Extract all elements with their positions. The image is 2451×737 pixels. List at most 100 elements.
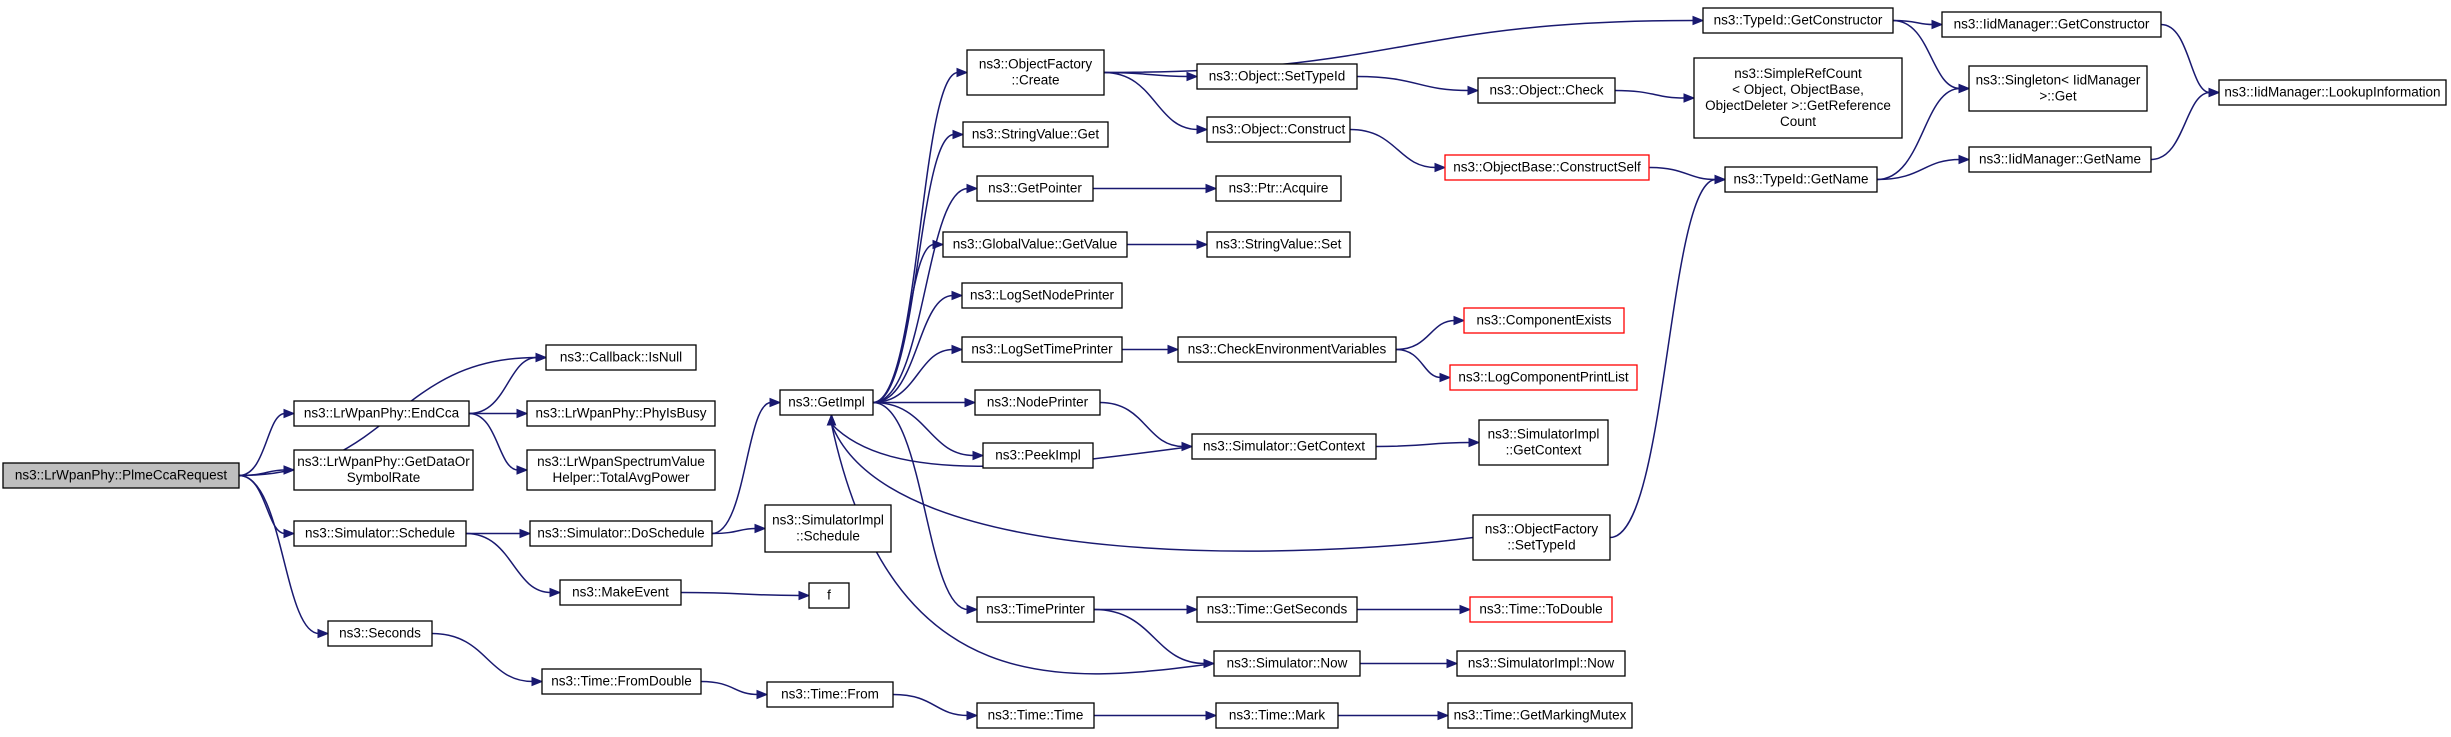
node-timetodouble[interactable]: ns3::Time::ToDouble	[1469, 596, 1613, 623]
node-label: ns3::Ptr::Acquire	[1229, 181, 1329, 196]
node-stringvalueset[interactable]: ns3::StringValue::Set	[1206, 231, 1351, 258]
node-objconstruct[interactable]: ns3::Object::Construct	[1206, 116, 1351, 143]
edge-doschedule-to-getimpl	[711, 401, 772, 535]
node-simnow[interactable]: ns3::Simulator::Now	[1213, 650, 1361, 677]
node-label: ns3::LrWpanPhy::PlmeCcaRequest	[15, 468, 228, 483]
arrowhead	[531, 676, 544, 687]
node-simplerefcount[interactable]: ns3::SimpleRefCount< Object, ObjectBase,…	[1693, 57, 1903, 139]
node-iidlookup[interactable]: ns3::IidManager::LookupInformation	[2218, 79, 2447, 106]
edge-iidgetname-to-iidlookup	[2150, 91, 2211, 161]
node-label: ns3::LrWpanSpectrumValue	[537, 454, 705, 469]
node-logcomponentprintlist[interactable]: ns3::LogComponentPrintList	[1449, 364, 1638, 391]
node-checkenv[interactable]: ns3::CheckEnvironmentVariables	[1177, 336, 1397, 363]
edge-root-to-endcca	[238, 412, 286, 477]
node-totalavg[interactable]: ns3::LrWpanSpectrumValueHelper::TotalAvg…	[526, 449, 716, 491]
edge-endcca-to-totalavg	[468, 412, 519, 471]
arrowhead	[1167, 344, 1180, 355]
node-seconds[interactable]: ns3::Seconds	[327, 620, 433, 647]
node-label: ns3::PeekImpl	[995, 448, 1081, 463]
node-label: ns3::Simulator::GetContext	[1203, 439, 1365, 454]
node-timeprinter[interactable]: ns3::TimePrinter	[976, 596, 1095, 623]
node-timegetseconds[interactable]: ns3::Time::GetSeconds	[1196, 596, 1358, 623]
node-objfactcreate[interactable]: ns3::ObjectFactory::Create	[966, 49, 1105, 96]
node-label: ns3::TypeId::GetName	[1733, 172, 1868, 187]
node-box	[559, 579, 682, 606]
node-getimpl[interactable]: ns3::GetImpl	[779, 389, 874, 416]
node-isnull[interactable]: ns3::Callback::IsNull	[545, 344, 697, 371]
node-label: ns3::MakeEvent	[572, 585, 669, 600]
arrowhead	[972, 450, 985, 461]
edge-nodeprinter-to-simgetcontext	[1099, 401, 1184, 448]
node-box	[961, 336, 1123, 363]
node-componentexists[interactable]: ns3::ComponentExists	[1463, 307, 1625, 334]
node-f[interactable]: f	[808, 582, 850, 609]
node-timefrom[interactable]: ns3::Time::From	[766, 681, 894, 708]
node-makeevent[interactable]: ns3::MakeEvent	[559, 579, 682, 606]
node-objcheck[interactable]: ns3::Object::Check	[1477, 77, 1616, 104]
node-label: ns3::TypeId::GetConstructor	[1714, 13, 1883, 28]
node-label: ns3::NodePrinter	[987, 395, 1089, 410]
node-getpointer[interactable]: ns3::GetPointer	[976, 175, 1094, 202]
node-nodeprinter[interactable]: ns3::NodePrinter	[974, 389, 1101, 416]
node-timetime[interactable]: ns3::Time::Time	[976, 702, 1095, 729]
edge-simgetcontext-to-getimpl	[830, 423, 1193, 467]
arrowhead	[1958, 83, 1971, 94]
node-label: ns3::ObjectFactory	[979, 57, 1093, 72]
node-singletonget[interactable]: ns3::Singleton< IidManager>::Get	[1968, 65, 2148, 112]
node-simimplgetcontext[interactable]: ns3::SimulatorImpl::GetContext	[1478, 419, 1609, 466]
edge-typeidgetconstructor-to-singletonget	[1892, 19, 1961, 90]
node-box	[1469, 596, 1613, 623]
node-iidgetconstructor[interactable]: ns3::IidManager::GetConstructor	[1941, 11, 2162, 38]
edge-getimpl-to-peekimpl	[872, 401, 975, 457]
node-label: ns3::IidManager::LookupInformation	[2224, 85, 2440, 100]
node-box	[962, 121, 1109, 148]
node-objsettypeid[interactable]: ns3::Object::SetTypeId	[1196, 63, 1358, 90]
edge-doschedule-to-simimplschedule	[711, 527, 757, 535]
node-objbaseconstructself[interactable]: ns3::ObjectBase::ConstructSelf	[1444, 154, 1650, 181]
node-phyisbusy[interactable]: ns3::LrWpanPhy::PhyIsBusy	[526, 400, 716, 427]
node-schedule[interactable]: ns3::Simulator::Schedule	[293, 520, 467, 547]
edge-getimpl-to-stringvalueget	[872, 133, 955, 404]
node-fromdouble[interactable]: ns3::Time::FromDouble	[541, 668, 702, 695]
node-typeidgetconstructor[interactable]: ns3::TypeId::GetConstructor	[1702, 7, 1894, 34]
node-simimplschedule[interactable]: ns3::SimulatorImpl::Schedule	[764, 504, 892, 553]
node-label: ns3::Object::SetTypeId	[1209, 69, 1346, 84]
arrowhead	[283, 465, 296, 475]
node-root[interactable]: ns3::LrWpanPhy::PlmeCcaRequest	[2, 462, 240, 489]
arrowhead	[1181, 441, 1194, 452]
node-label: ns3::Time::FromDouble	[551, 674, 692, 689]
node-stringvalueget[interactable]: ns3::StringValue::Get	[962, 121, 1109, 148]
node-logsettime[interactable]: ns3::LogSetTimePrinter	[961, 336, 1123, 363]
arrowhead	[516, 465, 529, 475]
node-gvgetvalue[interactable]: ns3::GlobalValue::GetValue	[942, 231, 1128, 258]
node-typeidgetname[interactable]: ns3::TypeId::GetName	[1724, 166, 1878, 193]
edge-objfactsettypeid-to-typeidgetname	[1609, 178, 1717, 539]
node-label: ns3::Time::ToDouble	[1479, 602, 1602, 617]
node-timemark[interactable]: ns3::Time::Mark	[1215, 702, 1339, 729]
node-peekimpl[interactable]: ns3::PeekImpl	[982, 442, 1094, 469]
edge-fromdouble-to-timefrom	[700, 680, 759, 696]
node-iidgetname[interactable]: ns3::IidManager::GetName	[1968, 146, 2152, 173]
node-objfactsettypeid[interactable]: ns3::ObjectFactory::SetTypeId	[1472, 514, 1611, 561]
node-box	[1693, 57, 1903, 139]
node-logsetnode[interactable]: ns3::LogSetNodePrinter	[961, 282, 1123, 309]
node-ptracquire[interactable]: ns3::Ptr::Acquire	[1215, 175, 1342, 202]
node-label: ns3::Time::Time	[988, 708, 1084, 723]
node-getmarkingmutex[interactable]: ns3::Time::GetMarkingMutex	[1447, 702, 1633, 729]
node-label: ns3::Object::Construct	[1212, 122, 1346, 137]
node-box	[1213, 650, 1361, 677]
node-simgetcontext[interactable]: ns3::Simulator::GetContext	[1191, 433, 1377, 460]
nodes-layer: ns3::LrWpanPhy::PlmeCcaRequest ns3::LrWpa…	[2, 7, 2447, 729]
arrowhead	[1459, 604, 1472, 615]
node-label: ns3::Simulator::Schedule	[305, 526, 455, 541]
node-label: ns3::SimpleRefCount	[1734, 66, 1862, 81]
arrowhead	[519, 528, 532, 539]
node-doschedule[interactable]: ns3::Simulator::DoSchedule	[529, 520, 713, 547]
edge-getimpl-to-logsetnode	[872, 294, 954, 404]
node-box	[779, 389, 874, 416]
arrowhead	[964, 397, 977, 408]
node-endcca[interactable]: ns3::LrWpanPhy::EndCca	[293, 400, 470, 427]
node-simimplnow[interactable]: ns3::SimulatorImpl::Now	[1456, 650, 1626, 677]
node-box	[1191, 433, 1377, 460]
